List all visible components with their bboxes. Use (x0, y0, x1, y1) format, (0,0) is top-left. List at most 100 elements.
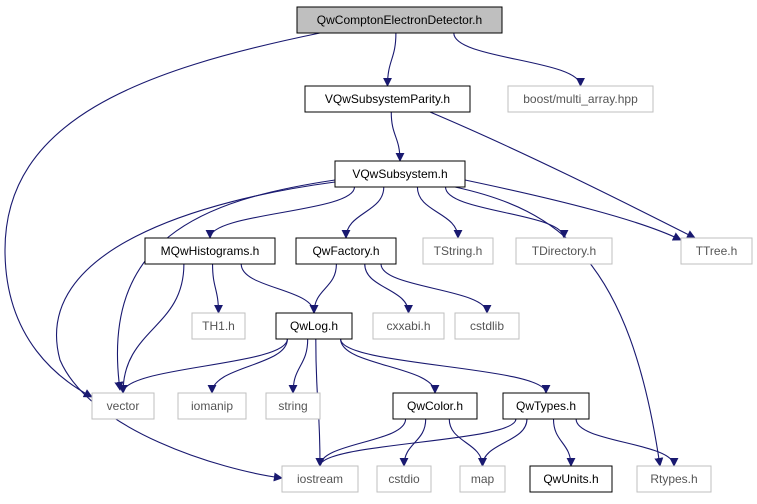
edge-mhist-to-qwlog (240, 263, 319, 314)
edge-qwtypes-to-iostream (315, 418, 517, 467)
node-multiarray[interactable]: boost/multi_array.hpp (507, 85, 654, 113)
edge-qwtypes-to-qwunits (552, 418, 576, 467)
edge-qwlog-to-iomanip (207, 338, 288, 394)
edge-qwlog-to-qwtypes (340, 338, 551, 394)
edge-qwlog-to-vector (118, 338, 288, 394)
edge-vparity-to-vsubsys (390, 111, 405, 162)
node-label: TDirectory.h (532, 244, 596, 258)
node-label: cstdio (388, 472, 420, 486)
node-label: boost/multi_array.hpp (523, 92, 638, 106)
edge-qwcolor-to-iostream (315, 418, 407, 467)
node-label: VQwSubsystem.h (352, 167, 447, 181)
node-mhist[interactable]: MQwHistograms.h (144, 237, 276, 265)
node-label: string (278, 399, 307, 413)
node-vparity[interactable]: VQwSubsystemParity.h (304, 85, 471, 113)
node-box (334, 160, 466, 188)
edge-vparity-to-ttree (429, 111, 696, 239)
node-box (529, 465, 613, 493)
edge-factory-to-cstdlib (380, 263, 492, 314)
edge-mhist-to-th1 (212, 263, 223, 314)
node-box (507, 85, 654, 113)
node-qwunits[interactable]: QwUnits.h (529, 465, 613, 493)
node-box (296, 6, 503, 34)
edge-vsubsys-to-tdirectory (444, 186, 569, 239)
edge-vsubsys-to-tstring (416, 186, 463, 239)
node-label: map (471, 472, 495, 486)
edge-qwlog-to-qwcolor (340, 338, 440, 394)
node-label: QwFactory.h (312, 244, 379, 258)
edge-qwtypes-to-rtypes (575, 418, 679, 467)
node-box (304, 85, 471, 113)
node-vector[interactable]: vector (91, 392, 155, 420)
node-box (422, 237, 494, 265)
node-box (502, 392, 590, 420)
node-label: VQwSubsystemParity.h (325, 92, 450, 106)
node-label: iostream (297, 472, 343, 486)
node-box (459, 465, 506, 493)
node-label: Rtypes.h (650, 472, 697, 486)
node-tstring[interactable]: TString.h (422, 237, 494, 265)
node-iomanip[interactable]: iomanip (177, 392, 247, 420)
edge-qwtypes-to-map (478, 418, 528, 467)
node-box (177, 392, 247, 420)
node-cstdio[interactable]: cstdio (376, 465, 432, 493)
edge-vsubsys-to-ttree (464, 179, 682, 241)
node-rtypes[interactable]: Rtypes.h (636, 465, 712, 493)
node-box (191, 312, 246, 340)
node-factory[interactable]: QwFactory.h (295, 237, 397, 265)
node-ttree[interactable]: TTree.h (680, 237, 753, 265)
node-box (454, 312, 520, 340)
node-label: vector (107, 399, 140, 413)
node-qwtypes[interactable]: QwTypes.h (502, 392, 590, 420)
edge-root-to-multiarray (453, 32, 585, 87)
node-string[interactable]: string (265, 392, 321, 420)
node-label: MQwHistograms.h (161, 244, 260, 258)
node-box (91, 392, 155, 420)
node-box (295, 237, 397, 265)
node-th1[interactable]: TH1.h (191, 312, 246, 340)
nodes-layer: QwComptonElectronDetector.hVQwSubsystemP… (91, 6, 753, 493)
node-qwlog[interactable]: QwLog.h (275, 312, 353, 340)
edge-vsubsys-to-mhist (205, 186, 356, 239)
edge-root-to-vparity (383, 32, 397, 87)
node-label: QwComptonElectronDetector.h (317, 13, 482, 27)
edge-mhist-to-vector (118, 263, 185, 394)
node-box (281, 465, 359, 493)
node-box (636, 465, 712, 493)
node-label: QwUnits.h (543, 472, 598, 486)
node-box (376, 465, 432, 493)
node-box (680, 237, 753, 265)
node-cxxabi[interactable]: cxxabi.h (372, 312, 445, 340)
node-box (372, 312, 445, 340)
edge-vsubsys-to-factory (341, 186, 385, 239)
node-label: TTree.h (696, 244, 738, 258)
node-box (515, 237, 613, 265)
edge-vsubsys-to-vector (114, 179, 336, 391)
node-label: QwColor.h (407, 399, 463, 413)
node-root[interactable]: QwComptonElectronDetector.h (296, 6, 503, 34)
edge-vsubsys-to-iostream (56, 181, 336, 482)
node-label: cxxabi.h (386, 319, 430, 333)
node-box (265, 392, 321, 420)
node-label: QwTypes.h (516, 399, 576, 413)
edge-factory-to-cxxabi (364, 263, 413, 314)
node-label: iomanip (191, 399, 233, 413)
node-label: TH1.h (202, 319, 235, 333)
node-iostream[interactable]: iostream (281, 465, 359, 493)
node-label: QwLog.h (290, 319, 338, 333)
node-cstdlib[interactable]: cstdlib (454, 312, 520, 340)
node-qwcolor[interactable]: QwColor.h (392, 392, 478, 420)
edge-factory-to-qwlog (309, 263, 337, 314)
node-vsubsys[interactable]: VQwSubsystem.h (334, 160, 466, 188)
node-box (392, 392, 478, 420)
node-label: TString.h (434, 244, 483, 258)
edge-qwlog-to-string (288, 338, 309, 394)
node-label: cstdlib (470, 319, 504, 333)
node-tdirectory[interactable]: TDirectory.h (515, 237, 613, 265)
edge-root-to-vector (4, 32, 321, 398)
edge-qwcolor-to-map (448, 418, 487, 467)
node-box (275, 312, 353, 340)
node-map[interactable]: map (459, 465, 506, 493)
node-box (144, 237, 276, 265)
